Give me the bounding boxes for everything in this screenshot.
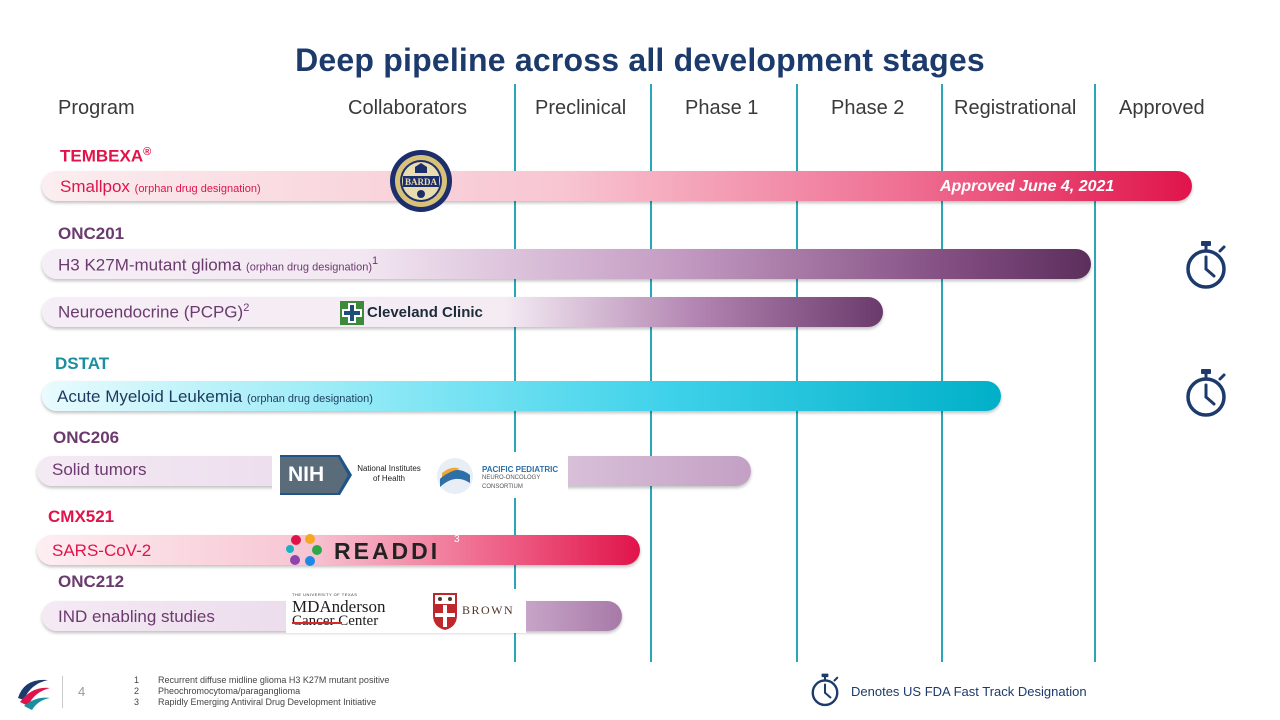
md-anderson-cancer-center-text: Cancer Center [292, 613, 379, 629]
md-anderson-logo-text: MDAnderson [292, 597, 386, 616]
barda-seal-text: BARDA [405, 177, 438, 187]
indication-h3k27m-glioma: H3 K27M-mutant glioma (orphan drug desig… [58, 255, 379, 275]
brown-shield-icon [433, 593, 457, 630]
col-header-approved: Approved [1119, 97, 1205, 119]
program-name-onc212: ONC212 [58, 572, 125, 591]
col-header-phase1: Phase 1 [685, 97, 759, 119]
program-name-cmx521: CMX521 [48, 507, 115, 526]
fast-track-legend: Denotes US FDA Fast Track Designation [851, 684, 1087, 699]
col-header-program: Program [58, 97, 135, 119]
indication-solid-tumors: Solid tumors [52, 460, 147, 479]
stage-divider [650, 84, 652, 662]
approved-status: Approved June 4, 2021 [940, 178, 1115, 195]
readdi-logo: READDI 3 [286, 533, 464, 567]
stage-divider [514, 84, 516, 662]
indication-sars-cov-2: SARS-CoV-2 [52, 541, 152, 560]
stopwatch-icon [809, 673, 841, 707]
stopwatch-icon [1183, 368, 1229, 418]
nih-logo-icon [280, 455, 352, 495]
nih-logo-text: NIH [288, 463, 325, 486]
indication-ind-enabling: IND enabling studies [58, 607, 215, 626]
col-header-collaborators: Collaborators [348, 97, 467, 119]
page-number: 4 [78, 684, 86, 699]
pipeline-bar-h3k27m [42, 249, 1091, 279]
indication-smallpox: Smallpox (orphan drug designation) [60, 177, 261, 196]
brown-logo-text: BROWN [462, 603, 515, 617]
footer-divider [62, 676, 63, 708]
pipeline-bar-sars-cov-2 [37, 535, 640, 565]
col-header-preclinical: Preclinical [535, 97, 627, 119]
md-anderson-university-text: THE UNIVERSITY OF TEXAS [292, 592, 358, 597]
program-name-tembexa: TEMBEXA® [60, 146, 152, 166]
page-title: Deep pipeline across all development sta… [295, 42, 985, 78]
pipeline-bar-aml [42, 381, 1001, 411]
pipeline-bar-tembexa [42, 171, 1192, 201]
readdi-logo-icon [286, 534, 322, 566]
readdi-footnote-marker: 3 [454, 534, 460, 545]
col-header-phase2: Phase 2 [831, 97, 905, 119]
col-header-registrational: Registrational [954, 97, 1077, 119]
company-swoosh-logo [14, 672, 54, 712]
pacific-pediatric-logo-text: PACIFIC PEDIATRIC NEURO-ONCOLOGY CONSORT… [482, 465, 559, 490]
program-name-onc201: ONC201 [58, 224, 125, 243]
onc212-collaborator-logos: THE UNIVERSITY OF TEXAS MDAnderson Cance… [286, 589, 526, 633]
stage-divider [1094, 84, 1096, 662]
program-name-dstat: DSTAT [55, 354, 110, 373]
program-name-onc206: ONC206 [53, 428, 120, 447]
stage-divider [941, 84, 943, 662]
cleveland-clinic-text: Cleveland Clinic [367, 304, 483, 321]
pacific-pediatric-logo-icon [437, 458, 473, 494]
md-anderson-strike-line [292, 622, 342, 624]
readdi-logo-text: READDI [334, 538, 441, 564]
barda-seal-logo: BARDA [389, 149, 453, 213]
indication-aml: Acute Myeloid Leukemia (orphan drug desi… [57, 387, 373, 406]
stopwatch-icon [1183, 240, 1229, 290]
indication-neuroendocrine: Neuroendocrine (PCPG)2 [58, 302, 250, 322]
cleveland-clinic-logo: Cleveland Clinic [340, 300, 483, 326]
stage-divider [796, 84, 798, 662]
pipeline-bar-pcpg [42, 297, 883, 327]
cleveland-clinic-icon [340, 301, 364, 325]
